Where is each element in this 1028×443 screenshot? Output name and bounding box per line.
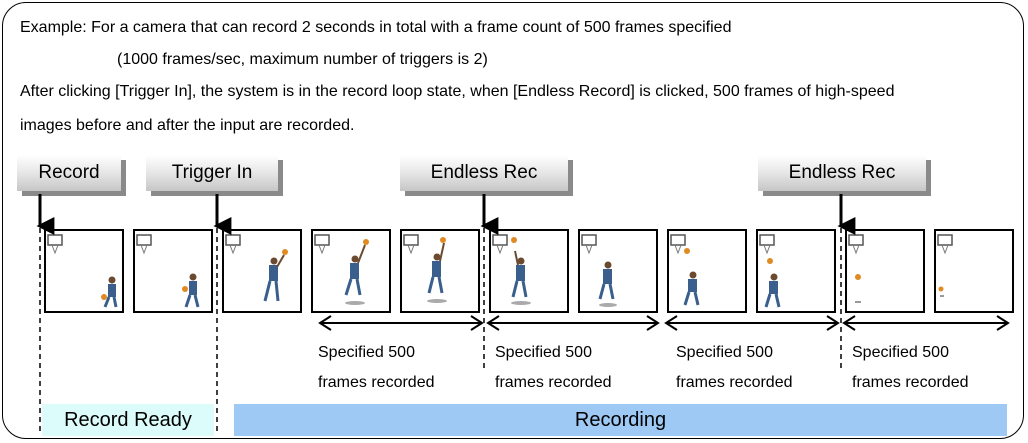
- basketball-hoop-icon: [937, 234, 953, 255]
- frame-8: [667, 229, 747, 313]
- span-label-3: Specified 500 frames recorded: [676, 338, 793, 398]
- span-label-4-line-2: frames recorded: [852, 374, 969, 391]
- span-label-1-line-1: Specified 500: [318, 344, 415, 361]
- basketball-hoop-icon: [225, 234, 241, 255]
- recording-bar: Recording: [234, 404, 1007, 436]
- basketball-hoop-icon: [848, 234, 864, 255]
- record-button: Record: [17, 155, 121, 191]
- frame-4-image: [314, 234, 369, 305]
- frame-5-image: [403, 234, 447, 303]
- basketball-hoop-icon: [759, 234, 775, 255]
- player-icon: [182, 273, 200, 308]
- trigger-in-button: Trigger In: [146, 155, 278, 191]
- ball-icon: [767, 258, 773, 264]
- span-label-4: Specified 500 frames recorded: [852, 338, 969, 398]
- frame-11-image: [937, 234, 953, 297]
- basketball-hoop-icon: [136, 234, 152, 255]
- player-icon: [598, 261, 615, 300]
- frame-2: [133, 229, 213, 313]
- basketball-hoop-icon: [47, 234, 63, 255]
- frame-6-image: [492, 234, 531, 305]
- basketball-hoop-icon: [670, 234, 686, 255]
- description-text-line-1: After clicking [Trigger In], the system …: [20, 83, 895, 100]
- basketball-hoop-icon: [492, 234, 508, 255]
- basketball-hoop-icon: [581, 234, 597, 255]
- player-icon: [427, 237, 446, 294]
- frame-10-image: [848, 234, 864, 303]
- record-ready-bar: Record Ready: [42, 404, 214, 436]
- frame-3-image: [225, 234, 288, 302]
- frame-1-image: [47, 234, 118, 308]
- player-icon: [764, 273, 781, 308]
- frame-10: [845, 229, 925, 313]
- player-icon: [683, 271, 700, 306]
- player-icon: [344, 239, 369, 296]
- frame-8-image: [670, 234, 700, 306]
- example-text-line-2: (1000 frames/sec, maximum number of trig…: [117, 51, 488, 68]
- frame-9: [756, 229, 836, 313]
- ball-icon: [684, 248, 690, 254]
- player-icon: [511, 237, 528, 298]
- frame-6: [489, 229, 569, 313]
- span-label-3-line-1: Specified 500: [676, 344, 773, 361]
- span-label-2-line-1: Specified 500: [495, 344, 592, 361]
- frame-7-image: [581, 234, 617, 307]
- span-label-2: Specified 500 frames recorded: [495, 338, 612, 398]
- span-label-2-line-2: frames recorded: [495, 374, 612, 391]
- endless-rec-button-2: Endless Rec: [758, 155, 926, 191]
- span-label-1: Specified 500 frames recorded: [318, 338, 435, 398]
- frame-7: [578, 229, 658, 313]
- basketball-hoop-icon: [403, 234, 419, 255]
- basketball-hoop-icon: [314, 234, 330, 255]
- span-label-1-line-2: frames recorded: [318, 374, 435, 391]
- endless-rec-button-1: Endless Rec: [400, 155, 568, 191]
- frame-2-image: [136, 234, 200, 308]
- frame-1: [44, 229, 124, 313]
- frame-5: [400, 229, 480, 313]
- example-text-line-1: Example: For a camera that can record 2 …: [20, 19, 732, 36]
- frame-3: [222, 229, 302, 313]
- frame-11: [934, 229, 1014, 313]
- player-icon: [101, 276, 118, 308]
- player-icon: [263, 249, 288, 302]
- span-label-4-line-1: Specified 500: [852, 344, 949, 361]
- description-text-line-2: images before and after the input are re…: [20, 117, 355, 134]
- frame-4: [311, 229, 391, 313]
- ball-icon: [855, 274, 861, 280]
- ball-icon: [938, 286, 944, 292]
- span-label-3-line-2: frames recorded: [676, 374, 793, 391]
- frame-9-image: [759, 234, 781, 308]
